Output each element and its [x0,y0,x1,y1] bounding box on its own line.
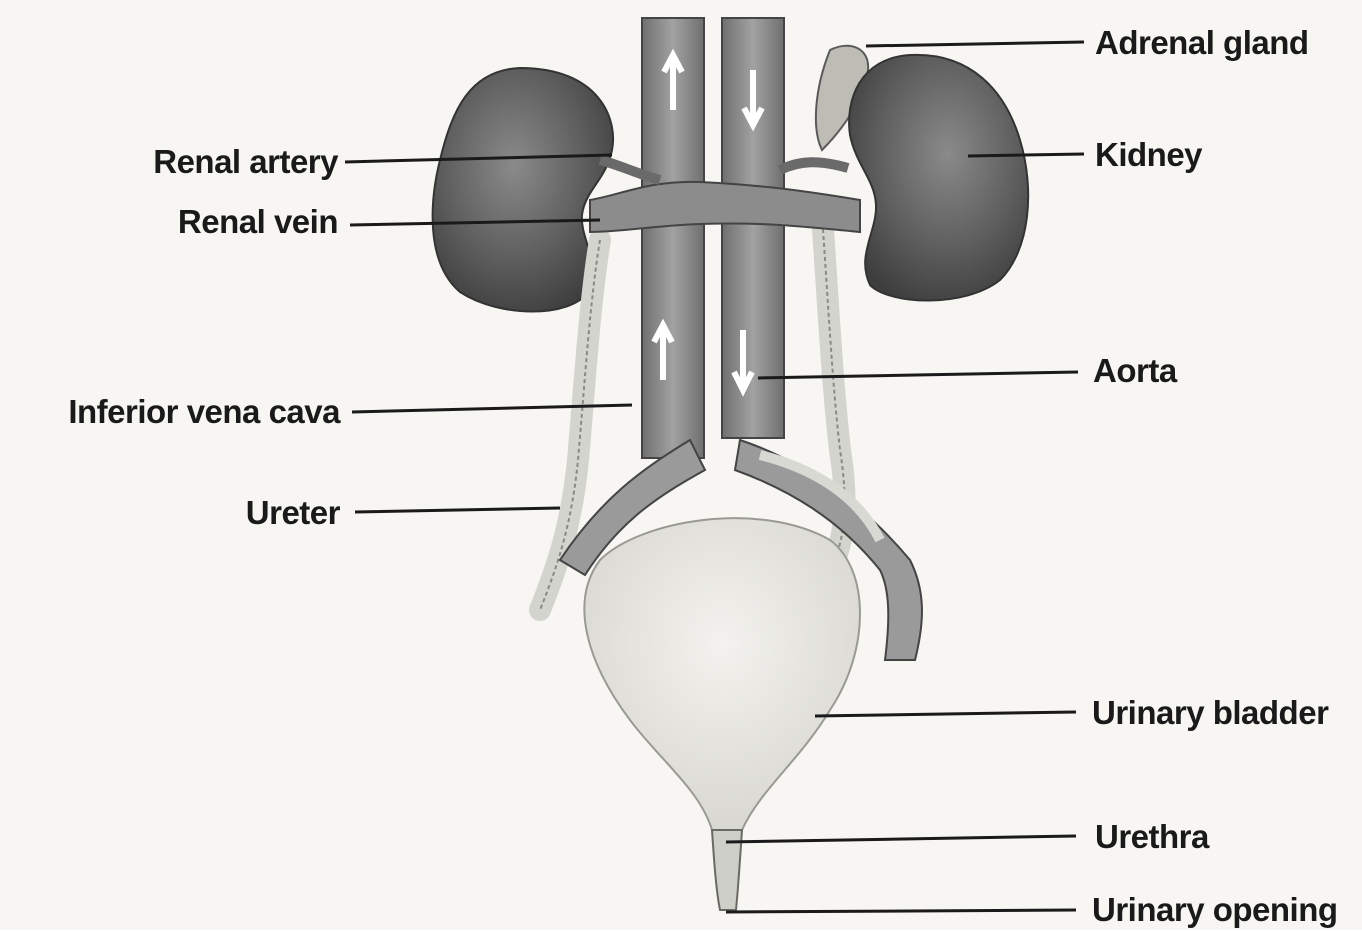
leader-kidney [968,154,1084,156]
label-aorta: Aorta [1093,354,1177,387]
leader-adrenal-gland [866,42,1084,46]
label-adrenal-gland: Adrenal gland [1095,26,1309,59]
leader-aorta [758,372,1078,378]
renal-vessels-shape [590,182,860,232]
leader-ureter [355,508,560,512]
label-inferior-vena-cava: Inferior vena cava [20,395,340,428]
label-urinary-opening: Urinary opening [1092,893,1338,926]
leader-urinary-bladder [815,712,1076,716]
right-renal-artery-shape [780,162,848,170]
label-kidney: Kidney [1095,138,1202,171]
label-renal-artery: Renal artery [128,145,338,178]
label-ureter: Ureter [128,496,340,529]
label-renal-vein: Renal vein [128,205,338,238]
label-urethra: Urethra [1095,820,1209,853]
right-kidney-shape [849,55,1028,301]
label-urinary-bladder: Urinary bladder [1092,696,1328,729]
leader-urethra [726,836,1076,842]
urinary-bladder-shape [584,518,860,830]
leader-urinary-opening [726,910,1076,912]
